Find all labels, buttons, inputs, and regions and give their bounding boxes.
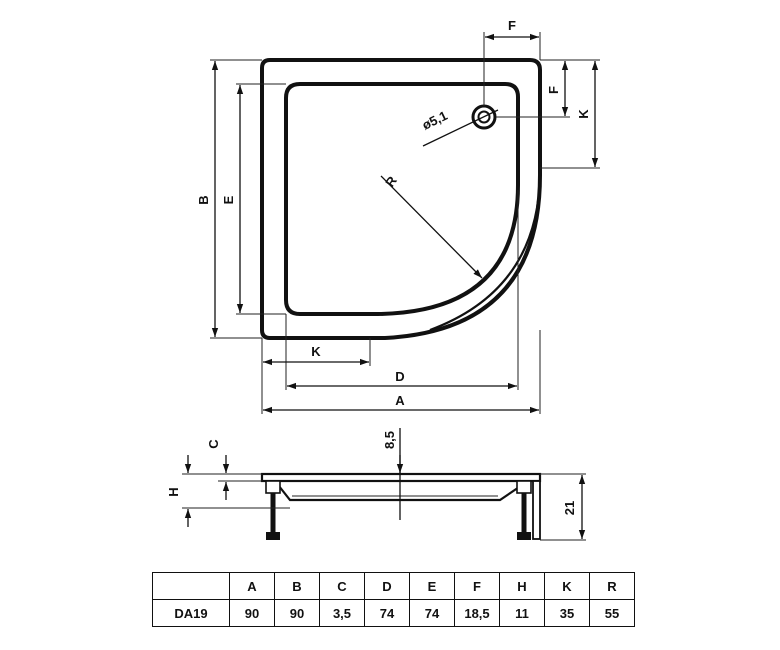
drain-leader-line — [422, 109, 499, 147]
tray-front-rim-line — [429, 174, 542, 332]
table-cell: 90 — [229, 599, 275, 627]
table-cell: 74 — [409, 599, 455, 627]
table-header-cell: D — [364, 572, 410, 600]
table-header-cell: H — [499, 572, 545, 600]
c-label: C — [206, 439, 221, 449]
plan-view: ø5,1 R A D K B E F — [196, 18, 600, 414]
h-label: H — [166, 487, 181, 496]
table-cell: 11 — [499, 599, 545, 627]
tray-outer-outline — [260, 58, 542, 340]
table-header-cell — [152, 572, 230, 600]
front-panel — [532, 480, 541, 540]
table-cell: 90 — [274, 599, 320, 627]
height-label: 21 — [562, 501, 577, 515]
table-header-cell: C — [319, 572, 365, 600]
table-header-cell: A — [229, 572, 275, 600]
table-header-cell: F — [454, 572, 500, 600]
table-header-cell: E — [409, 572, 455, 600]
table-header-cell: R — [589, 572, 635, 600]
table-cell: 18,5 — [454, 599, 500, 627]
f-top-label: F — [508, 18, 516, 33]
table-header-cell: K — [544, 572, 590, 600]
f-side-label: F — [546, 86, 561, 94]
left-leg-block — [265, 480, 281, 494]
table-row: DA19 90 90 3,5 74 74 18,5 11 35 55 — [152, 599, 635, 627]
k-side-label: K — [576, 109, 591, 119]
dimensions-table: A B C D E F H K R DA19 90 90 3,5 74 74 1… — [152, 572, 635, 627]
drain-diameter-label: ø5,1 — [420, 108, 450, 133]
table-cell: 35 — [544, 599, 590, 627]
table-cell: 55 — [589, 599, 635, 627]
radius-label: R — [382, 173, 400, 190]
section-view: 8,5 C H 21 — [166, 428, 586, 541]
b-label: B — [196, 195, 211, 204]
table-cell: 3,5 — [319, 599, 365, 627]
e-label: E — [221, 195, 236, 204]
table-header-cell: B — [274, 572, 320, 600]
left-leg-foot — [266, 532, 280, 540]
table-header-row: A B C D E F H K R — [152, 572, 635, 600]
a-label: A — [395, 393, 405, 408]
tray-section-basin — [274, 480, 529, 502]
radius-dimension-line — [380, 175, 483, 279]
table-cell: 74 — [364, 599, 410, 627]
table-cell-model: DA19 — [152, 599, 230, 627]
tray-section-rim — [260, 472, 542, 483]
depth-label: 8,5 — [382, 431, 397, 449]
d-label: D — [395, 369, 404, 384]
tray-inner-outline — [284, 82, 520, 316]
k-bottom-label: K — [311, 344, 321, 359]
right-leg-block — [516, 480, 532, 494]
right-leg-foot — [517, 532, 531, 540]
